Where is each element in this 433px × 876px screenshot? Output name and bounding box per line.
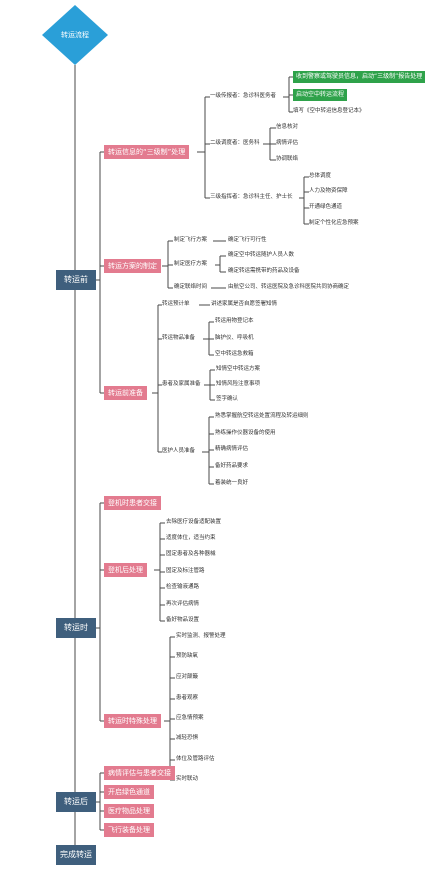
info-level2-coordinate: 协调联络 <box>276 156 299 162</box>
plan-medical: 制定医疗方案 <box>174 261 208 267</box>
info-level3-green-channel: 开通绿色通道 <box>309 204 343 210</box>
plan-contact-time: 确定联络时间 <box>174 284 208 290</box>
boarding-item: 适度体位，适当约束 <box>166 535 216 541</box>
info-three-level-node: 转运信息的“三级制”处理 <box>104 145 190 159</box>
info-level2: 二级调度者：医务科 <box>210 140 260 146</box>
boarding-node: 登机后处理 <box>104 563 147 577</box>
root-diamond-shape <box>42 5 108 65</box>
boarding-item: 固定及标注管路 <box>166 568 205 574</box>
prep-items: 转运物品准备 <box>162 335 196 341</box>
prep-family-sign: 签字确认 <box>216 396 239 402</box>
prep-family: 患者及家属准备 <box>162 381 201 387</box>
phase-after: 转运后 <box>56 792 96 812</box>
info-level1-receive: 收到警察或驾驶员信息，启动“三级制”报告处理 <box>293 71 426 83</box>
flight-item: 应急情预案 <box>176 715 204 721</box>
boarding-item: 再次评估病情 <box>166 601 200 607</box>
info-level3-dispatch: 总体调度 <box>309 173 332 179</box>
flight-item: 体位及管路评估 <box>176 756 215 762</box>
info-level1: 一级传报者：急诊科医务者 <box>210 93 277 99</box>
phase-done: 完成转运 <box>56 845 96 865</box>
flight-item: 预防缺氧 <box>176 653 199 659</box>
root-label: 转运流程 <box>61 31 89 39</box>
flight-item: 减轻恐惧 <box>176 735 199 741</box>
handover-node: 登机时患者交接 <box>104 496 161 510</box>
boarding-item: 备好物品设置 <box>166 617 200 623</box>
prep-staff-process: 熟悉掌握航空转运处置流程及转运细则 <box>215 413 309 419</box>
prep-node: 转运前准备 <box>104 386 147 400</box>
flight-item: 患者观察 <box>176 695 199 701</box>
info-level3-resources: 人力及物资保障 <box>309 188 348 194</box>
after-item: 飞行装备处理 <box>104 823 154 837</box>
info-level2-check: 信息核对 <box>276 124 299 130</box>
prep-staff-attire: 着装统一良好 <box>215 480 249 486</box>
plan-flight: 制定飞行方案 <box>174 237 208 243</box>
phase-before: 转运前 <box>56 270 96 290</box>
prep-family-risk: 知情风险注意事项 <box>216 381 261 387</box>
prep-staff-assess: 精确病情评估 <box>215 446 249 452</box>
prep-items-register: 转运用物登记本 <box>215 318 254 324</box>
info-level1-register: 填写《空中转运信息登记本》 <box>293 108 365 114</box>
plan-medical-staff: 确定空中转运随护人员人数 <box>228 252 295 258</box>
flight-item: 应对颠簸 <box>176 674 199 680</box>
info-level3: 三级指挥者：急诊科主任、护士长 <box>210 194 293 200</box>
phase-during: 转运时 <box>56 618 96 638</box>
boarding-item: 固定患者及各种器械 <box>166 551 216 557</box>
plan-contact-detail: 由航空公司、转运医院及急诊科医院共同协商确定 <box>228 284 350 290</box>
boarding-item: 去除医疗设备适配装置 <box>166 519 222 525</box>
boarding-item: 检查输液通路 <box>166 584 200 590</box>
prep-staff-devices: 熟练操作仪器设备的使用 <box>215 430 276 436</box>
plan-medical-supplies: 确定转运需携带的药品及设备 <box>228 268 300 274</box>
plan-flight-feasibility: 确定飞行可行性 <box>228 237 267 243</box>
after-item: 开启绿色通道 <box>104 785 154 799</box>
flight-special-node: 转运时特殊处理 <box>104 714 161 728</box>
info-level2-assess: 病情评估 <box>276 140 299 146</box>
info-level1-start: 启动空中转运流程 <box>293 89 348 101</box>
prep-items-kit: 空中转运急救箱 <box>215 351 254 357</box>
after-item: 病情评估与患者交接 <box>104 766 175 780</box>
plan-node: 转运方案的制定 <box>104 259 161 273</box>
prep-staff: 医护人员准备 <box>162 448 196 454</box>
prep-form-consent: 讲述家属是否自愿签署知情 <box>211 301 278 307</box>
info-level3-plan: 制定个性化应急预案 <box>309 220 359 226</box>
flight-item: 实时监测、报警处理 <box>176 633 226 639</box>
prep-staff-drugs: 备好药品要求 <box>215 463 249 469</box>
prep-form: 转运预计单 <box>162 301 190 307</box>
root-node: 转运流程 <box>42 5 108 65</box>
prep-family-plan: 知情空中转运方案 <box>216 366 261 372</box>
after-item: 医疗物品处理 <box>104 804 154 818</box>
prep-items-monitor: 脑护仪、呼吸机 <box>215 335 254 341</box>
flight-item: 实时联动 <box>176 776 199 782</box>
